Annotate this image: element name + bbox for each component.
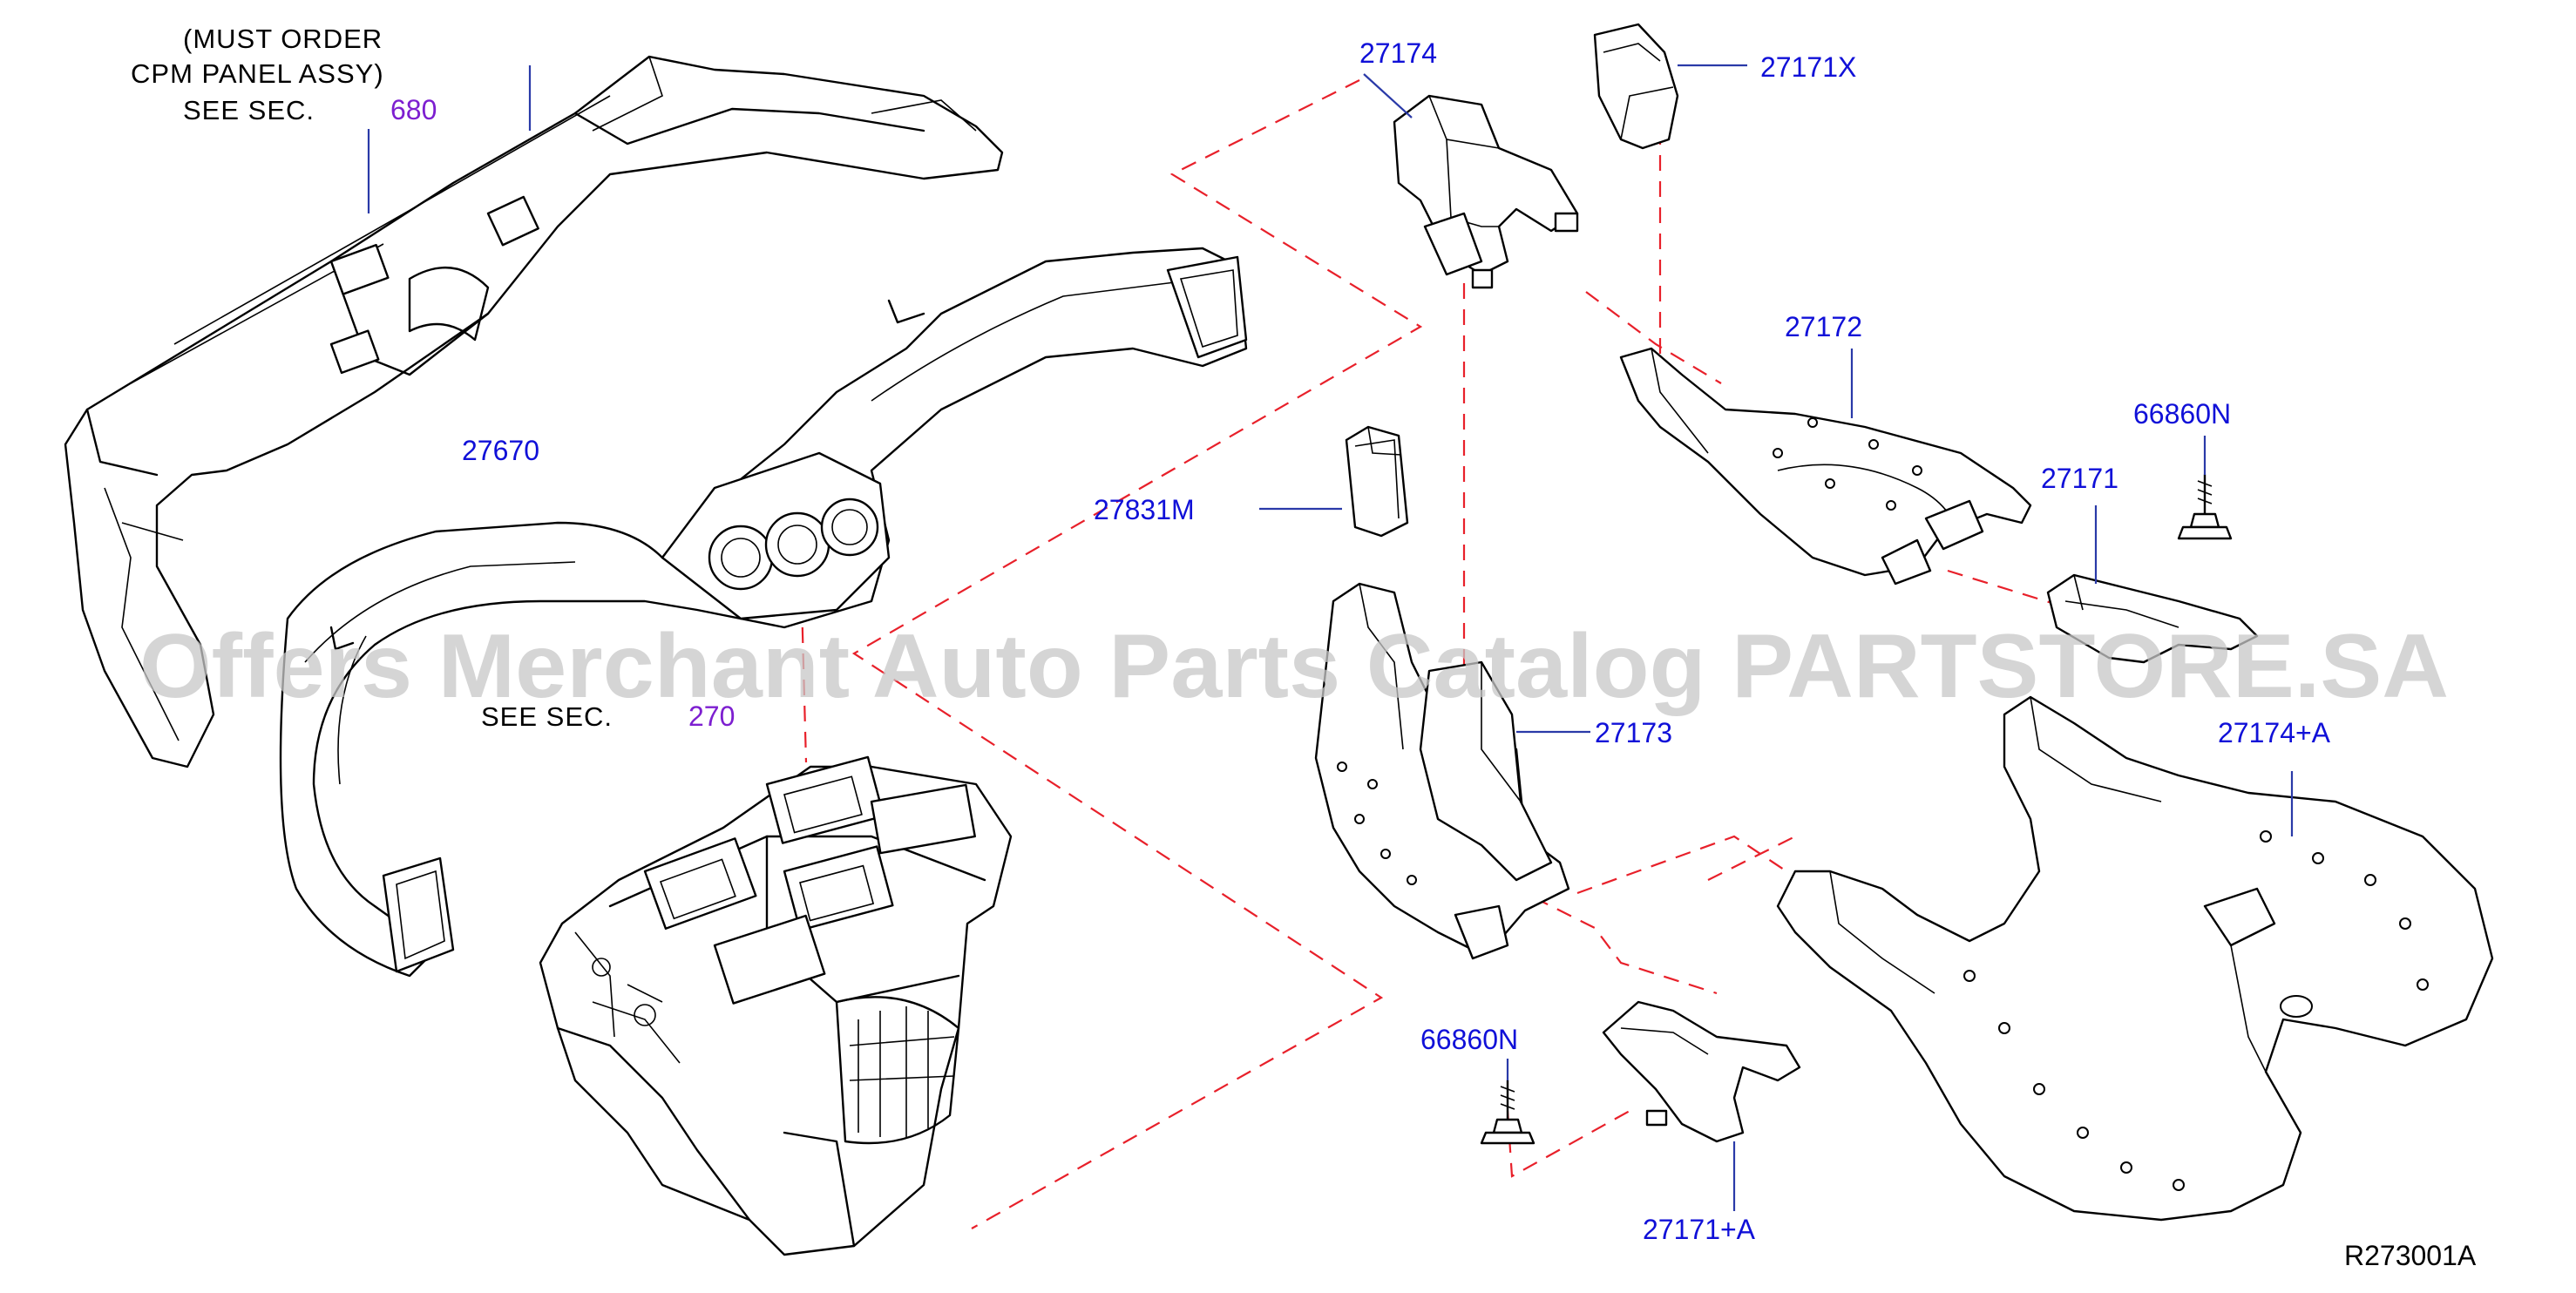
floor-duct-27174a[interactable] bbox=[1776, 695, 2494, 1222]
duct-27831m[interactable] bbox=[1345, 425, 1409, 538]
callout-27172[interactable]: 27172 bbox=[1785, 311, 1862, 342]
duct-27171x[interactable] bbox=[1593, 23, 1679, 150]
section-link-270[interactable]: 270 bbox=[688, 701, 735, 732]
callout-27174a[interactable]: 27174+A bbox=[2218, 717, 2331, 748]
diagram-code: R273001A bbox=[2344, 1240, 2477, 1271]
note-see-sec-680-label: SEE SEC. bbox=[183, 95, 315, 125]
section-link-680[interactable]: 680 bbox=[390, 94, 437, 125]
callout-27174[interactable]: 27174 bbox=[1359, 37, 1437, 69]
note-must-order: (MUST ORDER bbox=[183, 24, 383, 54]
note-see-sec-270-label: SEE SEC. bbox=[481, 701, 613, 732]
watermark-text: Offers Merchant Auto Parts Catalog PARTS… bbox=[139, 616, 2449, 717]
instrument-panel-assy[interactable] bbox=[64, 55, 1004, 768]
callout-27831m[interactable]: 27831M bbox=[1094, 494, 1195, 525]
callout-27171[interactable]: 27171 bbox=[2041, 463, 2118, 494]
duct-27173[interactable] bbox=[1314, 582, 1570, 960]
connector-27174[interactable] bbox=[1393, 94, 1579, 289]
duct-27172[interactable] bbox=[1619, 347, 2032, 586]
callout-27173[interactable]: 27173 bbox=[1595, 717, 1672, 748]
leader-lines bbox=[367, 64, 2294, 1211]
clip-66860n-bottom[interactable] bbox=[1480, 1079, 1535, 1145]
callout-66860n-bottom[interactable]: 66860N bbox=[1420, 1024, 1518, 1055]
callout-66860n-top[interactable]: 66860N bbox=[2133, 398, 2231, 430]
note-cpm-panel-assy: CPM PANEL ASSY) bbox=[131, 58, 384, 89]
clip-66860n-top[interactable] bbox=[2177, 473, 2233, 540]
duct-27171[interactable] bbox=[2046, 573, 2259, 664]
vent-duct-27670[interactable] bbox=[279, 247, 1248, 978]
assembly-dashed-lines bbox=[800, 79, 2075, 1229]
heater-unit[interactable] bbox=[539, 755, 1013, 1256]
callout-27171a[interactable]: 27171+A bbox=[1643, 1214, 1756, 1245]
callout-27171x[interactable]: 27171X bbox=[1760, 51, 1856, 83]
duct-27171a[interactable] bbox=[1602, 1000, 1801, 1143]
callout-27670[interactable]: 27670 bbox=[462, 435, 539, 466]
